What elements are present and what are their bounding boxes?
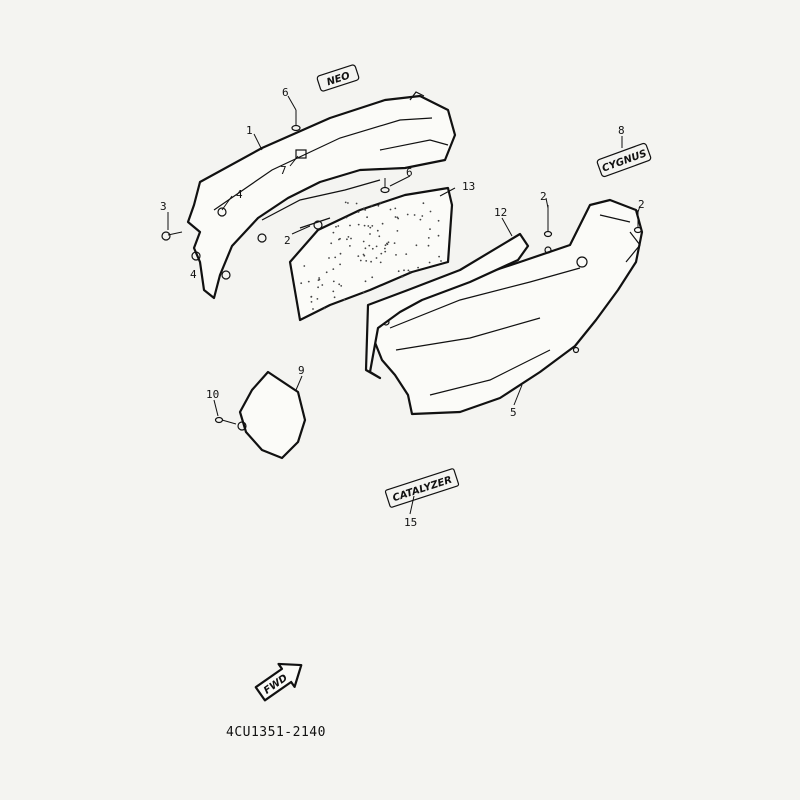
bolt-6-mid [380,178,390,194]
callout-15: 15 [404,516,417,529]
callout-13: 13 [462,180,475,193]
callout-1: 1 [246,124,253,137]
callout-7: 7 [280,164,287,177]
callout-2-right-b: 2 [638,198,645,211]
grommet-4-upper [217,207,227,217]
screw-2-right-a [543,205,553,238]
right-side-cover [372,198,644,416]
callout-12: 12 [494,206,507,219]
neo-emblem: NEO [316,64,360,92]
screw-10 [214,416,237,425]
callout-2-right-a: 2 [540,190,547,203]
left-side-cover [186,91,457,300]
leader-lines [167,95,641,515]
foam-texture [300,201,442,310]
foam-pad-right [364,232,530,380]
fwd-arrow: FWD [254,662,303,702]
catalyzer-emblem-text: CATALYZER [391,475,453,505]
cygnus-emblem: CYGNUS [596,142,652,178]
clip-7 [295,149,307,159]
diagram-part-number: 4CU1351-2140 [226,725,326,740]
callout-4-lower: 4 [190,268,197,281]
cygnus-emblem-text: CYGNUS [601,148,648,174]
screw-2-right-b [633,210,643,234]
callout-2-left: 2 [284,234,291,247]
callout-10: 10 [206,388,219,401]
callout-5: 5 [510,406,517,419]
small-cover [237,370,307,460]
callout-6-mid: 6 [406,166,413,179]
callout-8: 8 [618,124,625,137]
grommet-4-lower [191,251,201,261]
callout-3: 3 [160,200,167,213]
callout-6-top: 6 [282,86,289,99]
bolt-6-top [291,110,301,132]
foam-pad-left [288,186,454,322]
callout-4-upper: 4 [236,188,243,201]
callout-labels: 1 2 2 2 3 4 4 5 6 6 7 8 9 10 12 13 15 [160,86,645,529]
screw-3 [161,231,183,241]
callout-9: 9 [298,364,305,377]
catalyzer-emblem: CATALYZER [384,468,460,508]
